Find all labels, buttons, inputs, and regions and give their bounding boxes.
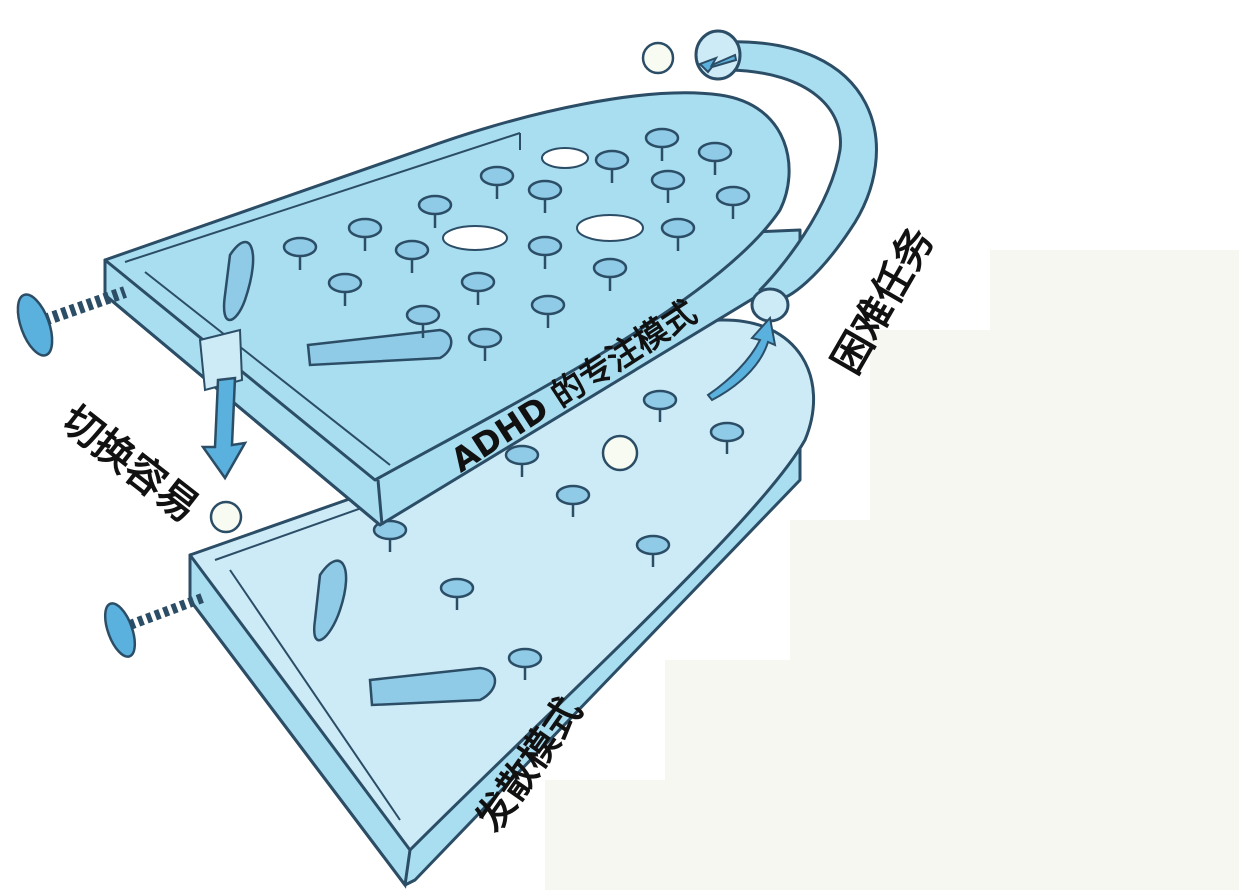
- diffuse-mode-board: [103, 318, 815, 889]
- ball-left: [209, 500, 243, 534]
- hard-task-tube: [694, 29, 878, 402]
- background-patch: [545, 250, 1239, 890]
- focused-mode-board: [16, 91, 802, 527]
- ball-top: [641, 41, 675, 75]
